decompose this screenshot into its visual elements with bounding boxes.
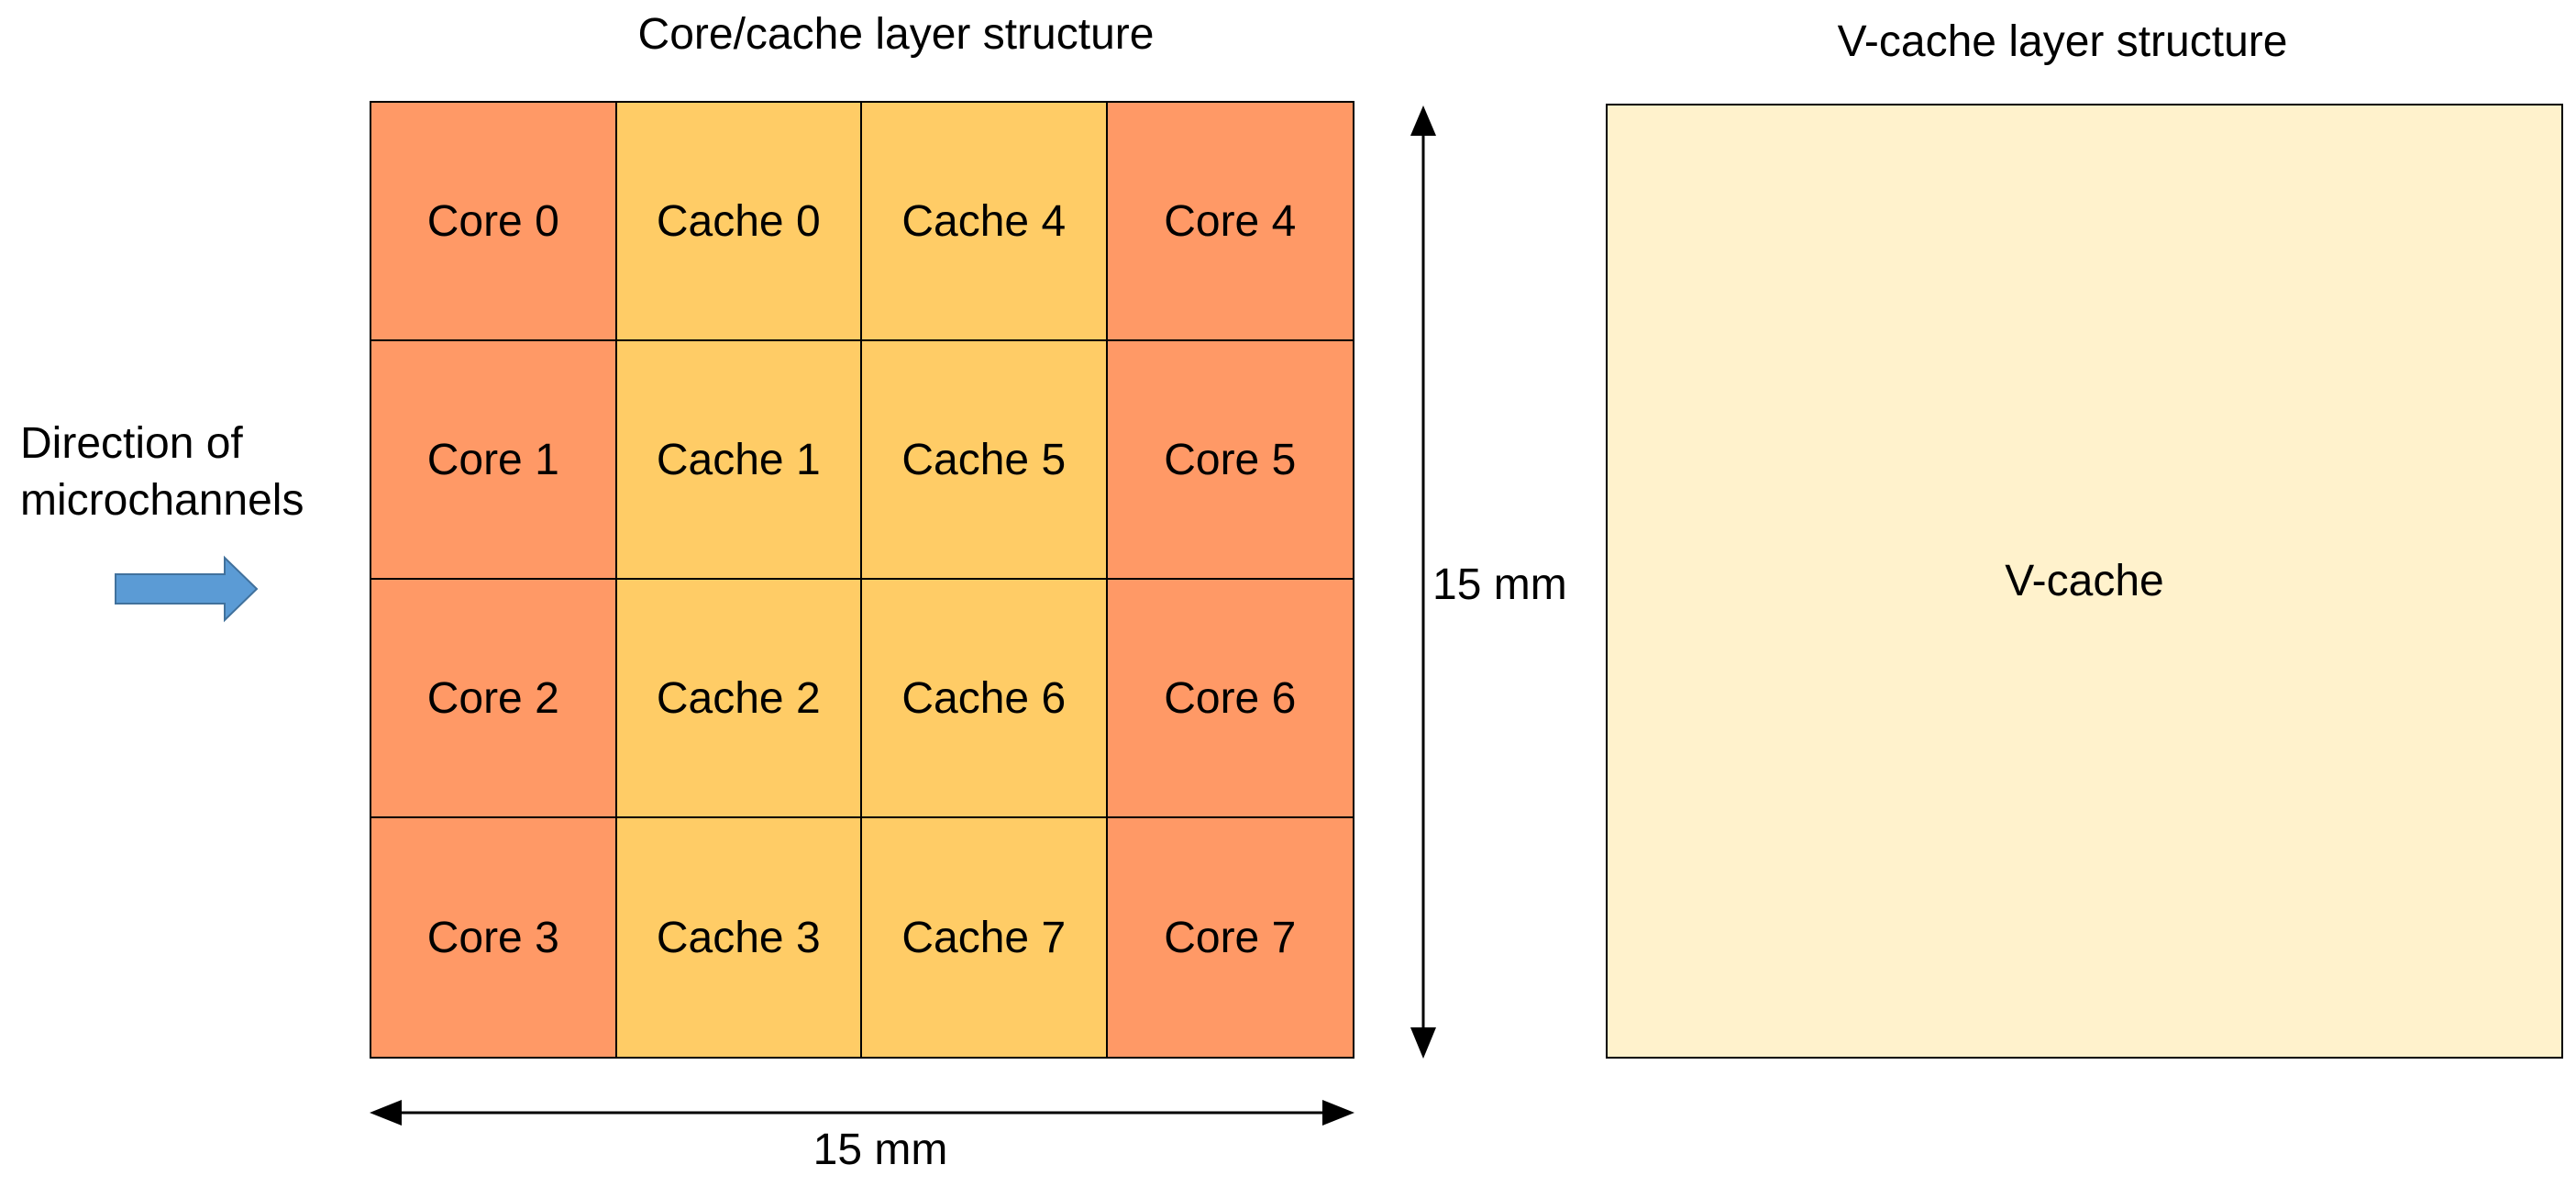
flow-direction-arrow-icon xyxy=(115,555,259,623)
horizontal-dimension-label: 15 mm xyxy=(813,1126,948,1174)
core-cell: Core 2 xyxy=(371,580,617,818)
direction-label: Direction of microchannels xyxy=(20,416,304,529)
cache-cell: Cache 0 xyxy=(616,103,862,341)
cache-cell: Cache 4 xyxy=(862,103,1108,341)
cache-cell: Cache 7 xyxy=(862,818,1108,1057)
core-cell: Core 1 xyxy=(371,341,617,580)
core-cell: Core 7 xyxy=(1107,818,1353,1057)
core-cell: Core 3 xyxy=(371,818,617,1057)
vertical-dimension-label: 15 mm xyxy=(1432,560,1567,609)
vcache-layer-title: V-cache layer structure xyxy=(1837,17,2288,66)
vcache-label: V-cache xyxy=(2005,557,2164,605)
direction-label-line1: Direction of xyxy=(20,419,243,468)
cache-cell: Cache 3 xyxy=(616,818,862,1057)
core-cache-layer-title: Core/cache layer structure xyxy=(637,10,1155,59)
direction-label-line2: microchannels xyxy=(20,476,304,525)
vcache-block: V-cache xyxy=(1606,104,2563,1059)
core-cell: Core 5 xyxy=(1107,341,1353,580)
core-cell: Core 6 xyxy=(1107,580,1353,818)
cache-cell: Cache 6 xyxy=(862,580,1108,818)
cache-cell: Cache 2 xyxy=(616,580,862,818)
cache-cell: Cache 5 xyxy=(862,341,1108,580)
core-cell: Core 0 xyxy=(371,103,617,341)
cache-cell: Cache 1 xyxy=(616,341,862,580)
horizontal-dimension-arrow xyxy=(370,1100,1354,1126)
core-cell: Core 4 xyxy=(1107,103,1353,341)
